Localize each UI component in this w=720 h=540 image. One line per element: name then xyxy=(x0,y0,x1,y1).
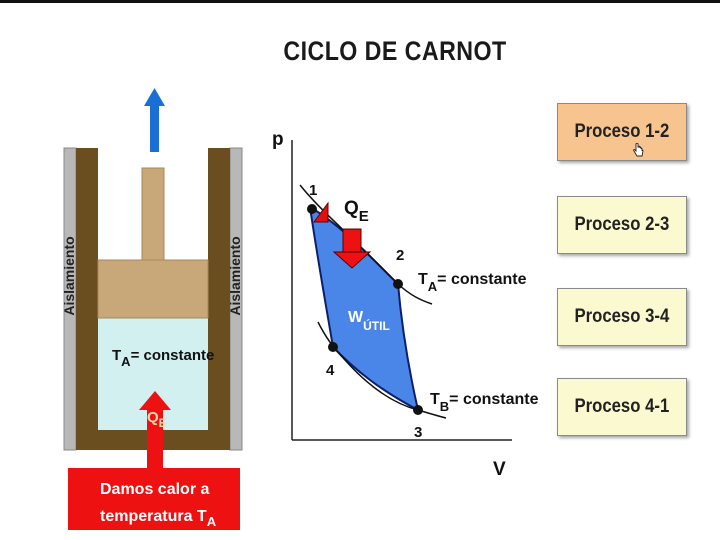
point-label-1: 1 xyxy=(309,182,317,199)
process-1-2-button[interactable]: Proceso 1-2 xyxy=(557,103,687,161)
heat-input-label: QE xyxy=(147,409,167,430)
work-label: WÚTIL xyxy=(348,309,390,333)
heat-text-box xyxy=(68,468,240,530)
point-1 xyxy=(307,204,317,214)
heat-input-arrow-icon xyxy=(139,391,171,470)
heat-text-line2: temperatura TA xyxy=(100,508,217,529)
isotherm-a-label: TA= constante xyxy=(418,271,527,294)
heat-text-line1: Damos calor a xyxy=(100,481,209,498)
process-4-1-button[interactable]: Proceso 4-1 xyxy=(557,378,687,436)
piston-cylinder-illustration: Aislamiento Aislamiento TA= constante QE… xyxy=(61,88,243,530)
process-3-4-label: Proceso 3-4 xyxy=(574,306,670,327)
page-title: CICLO DE CARNOT xyxy=(283,36,507,66)
hand-cursor-icon xyxy=(633,143,644,157)
y-axis-label: p xyxy=(272,129,284,150)
isotherm-b-label: TB= constante xyxy=(430,391,539,414)
pv-diagram: p V 1 2 3 4 QE WÚTIL TA= constante TB= c… xyxy=(272,129,539,480)
process-1-2-label: Proceso 1-2 xyxy=(574,121,670,142)
start-marker-icon xyxy=(313,201,329,223)
process-2-3-label: Proceso 2-3 xyxy=(574,214,670,235)
insulation-label-left: Aislamiento xyxy=(61,236,77,315)
piston-rod xyxy=(141,167,165,261)
process-4-1-label: Proceso 4-1 xyxy=(574,396,670,417)
point-4 xyxy=(328,342,338,352)
point-2 xyxy=(393,279,403,289)
point-label-4: 4 xyxy=(326,362,335,379)
x-axis-label: V xyxy=(493,459,506,480)
point-label-3: 3 xyxy=(414,424,422,441)
top-border xyxy=(0,0,720,3)
point-label-2: 2 xyxy=(396,247,404,264)
gas-temperature-label: TA= constante xyxy=(112,347,214,369)
process-3-4-button[interactable]: Proceso 3-4 xyxy=(557,288,687,346)
diagram-heat-arrow-icon xyxy=(332,228,372,269)
point-3 xyxy=(413,405,423,415)
piston-head xyxy=(97,259,209,319)
diagram-heat-label: QE xyxy=(344,198,369,225)
expansion-up-arrow-icon xyxy=(144,88,165,152)
process-2-3-button[interactable]: Proceso 2-3 xyxy=(557,196,687,254)
insulation-label-right: Aislamiento xyxy=(227,236,243,315)
isotherm-a-curve xyxy=(299,184,433,305)
